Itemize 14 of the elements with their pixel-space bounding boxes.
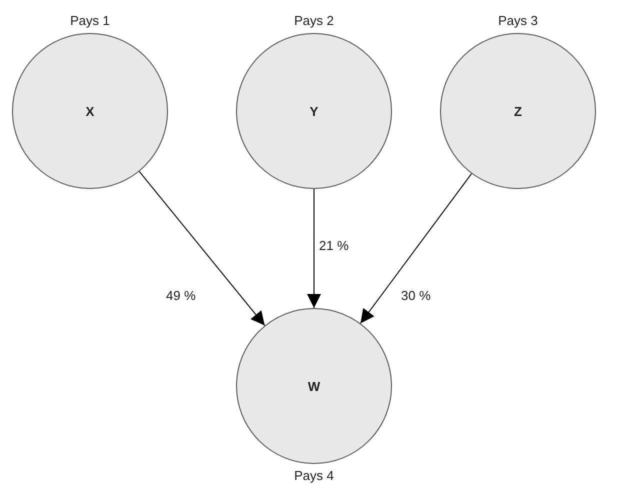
edge-label: 49 % bbox=[165, 288, 197, 303]
arrow bbox=[360, 173, 472, 324]
node-caption: Pays 3 bbox=[498, 13, 538, 28]
node-label: Y bbox=[310, 104, 318, 118]
edge-label: 21 % bbox=[318, 238, 350, 253]
arrow bbox=[138, 170, 266, 326]
node-label: X bbox=[86, 104, 94, 118]
arrow bbox=[307, 188, 321, 308]
node-label: Z bbox=[514, 104, 522, 118]
node-label: W bbox=[308, 378, 320, 394]
node-caption: Pays 4 bbox=[294, 468, 334, 483]
node-caption: Pays 1 bbox=[70, 13, 110, 28]
node-caption: Pays 2 bbox=[294, 13, 334, 28]
edge-label: 30 % bbox=[400, 288, 432, 303]
